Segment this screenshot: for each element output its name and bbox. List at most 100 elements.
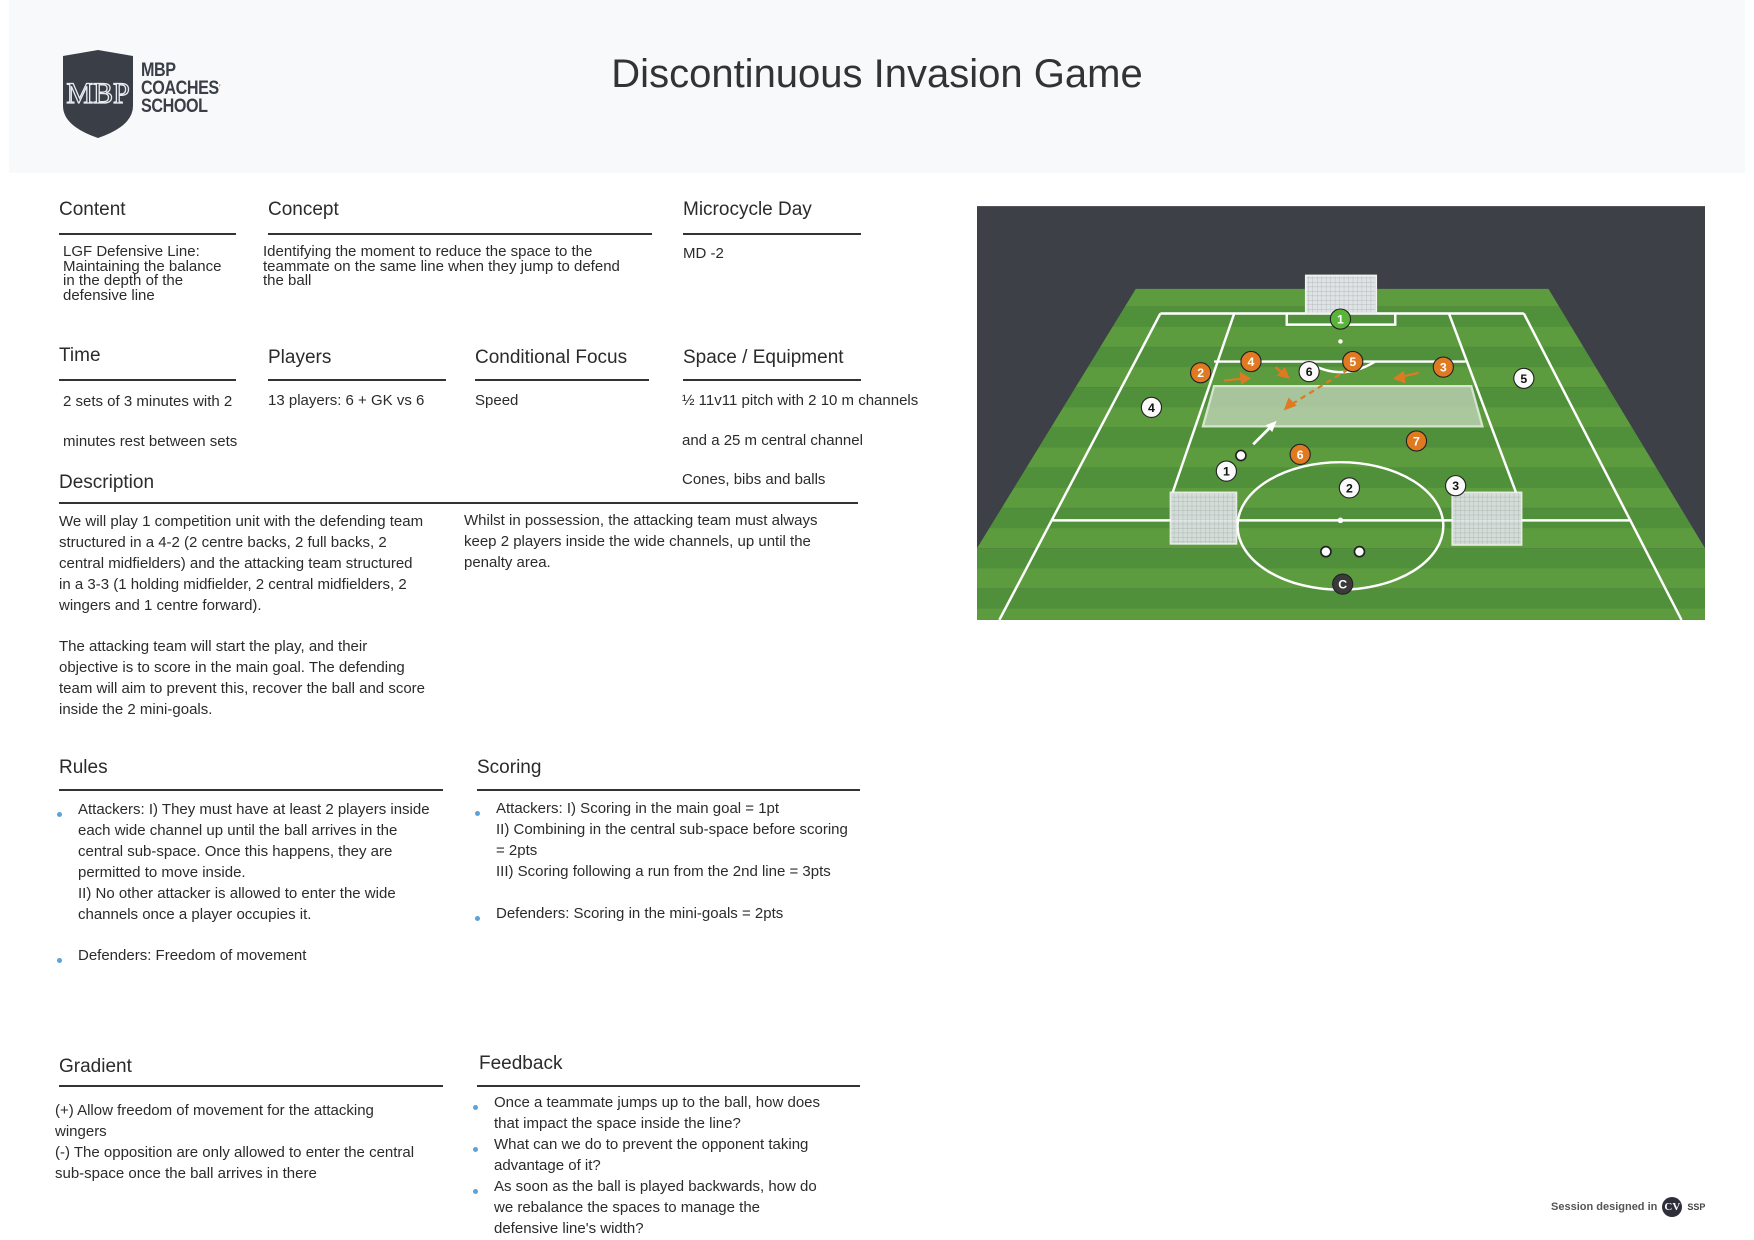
bullet-icon xyxy=(473,1147,478,1152)
player-number: 4 xyxy=(1148,401,1155,415)
space-text-1: ½ 11v11 pitch with 2 10 m channels xyxy=(682,392,919,409)
divider xyxy=(477,1085,860,1087)
footer-text: Session designed in xyxy=(1551,1201,1658,1213)
penalty-spot xyxy=(1338,339,1343,344)
scoring-heading: Scoring xyxy=(477,757,542,778)
attacker-token: 3 xyxy=(1445,475,1467,497)
player-number: 6 xyxy=(1306,365,1313,379)
time-heading: Time xyxy=(59,345,101,366)
divider xyxy=(475,379,649,381)
scoring-item: Attackers: I) Scoring in the main goal =… xyxy=(496,800,848,880)
player-number: 1 xyxy=(1223,465,1230,479)
logo-line: SCHOOL xyxy=(141,96,208,117)
bullet-icon xyxy=(475,811,480,816)
player-tokens: 1 2 4 5 3 7 6 6 5 4 1 2 3C xyxy=(1140,308,1535,595)
ball-icon xyxy=(1235,449,1247,462)
concept-text: Identifying the moment to reduce the spa… xyxy=(263,243,620,289)
divider xyxy=(59,233,236,235)
gradient-text: (+) Allow freedom of movement for the at… xyxy=(55,1102,415,1182)
logo-line-text: COACHES xyxy=(141,78,219,99)
svg-text:MBP: MBP xyxy=(66,77,129,110)
attacker-token: 6 xyxy=(1298,361,1320,383)
logo-wordmark: MBP COACHES' SCHOOL xyxy=(141,60,221,117)
divider xyxy=(59,502,858,504)
bullet-icon xyxy=(475,916,480,921)
players-text: 13 players: 6 + GK vs 6 xyxy=(268,392,425,409)
attacker-token: 1 xyxy=(1215,460,1237,482)
player-number: 5 xyxy=(1520,372,1527,386)
divider xyxy=(268,233,652,235)
logo-line: COACHES' xyxy=(141,78,221,99)
space-text-2: and a 25 m central channel xyxy=(682,432,863,449)
shield-icon: MBP xyxy=(63,50,133,138)
defender-token: 5 xyxy=(1342,350,1364,373)
mbp-logo: MBP MBP COACHES' SCHOOL xyxy=(59,48,221,143)
time-text-2: minutes rest between sets xyxy=(63,433,238,450)
goalkeeper-token: 1 xyxy=(1329,308,1352,330)
bullet-icon xyxy=(57,812,62,817)
movement-arrows xyxy=(1224,366,1419,411)
mini-goal-left xyxy=(1169,491,1238,545)
rules-item: Attackers: I) They must have at least 2 … xyxy=(78,801,430,923)
feedback-item: What can we do to prevent the opponent t… xyxy=(494,1136,809,1174)
divider xyxy=(477,789,860,791)
defender-token: 3 xyxy=(1432,356,1454,378)
defender-token: 2 xyxy=(1190,362,1212,384)
divider xyxy=(59,1085,443,1087)
pitch-svg: 1 2 4 5 3 7 6 6 5 4 1 2 3C xyxy=(977,206,1705,621)
scoring-item: Defenders: Scoring in the mini-goals = 2… xyxy=(496,905,784,922)
description-para-1: We will play 1 competition unit with the… xyxy=(59,513,424,614)
microcycle-text: MD -2 xyxy=(683,245,724,262)
rules-item: Defenders: Freedom of movement xyxy=(78,947,307,964)
player-number: 3 xyxy=(1452,479,1459,493)
logo-accent: ' xyxy=(218,83,221,94)
mini-goal-right xyxy=(1451,491,1523,546)
divider xyxy=(59,789,443,791)
description-para-2: The attacking team will start the play, … xyxy=(59,638,425,718)
divider xyxy=(683,233,861,235)
player-number: 1 xyxy=(1337,313,1344,327)
page-title: Discontinuous Invasion Game xyxy=(611,52,1143,96)
feedback-heading: Feedback xyxy=(479,1053,563,1074)
player-number: 6 xyxy=(1297,448,1304,462)
player-number: 3 xyxy=(1440,361,1447,375)
time-text-1: 2 sets of 3 minutes with 2 xyxy=(63,393,233,410)
rules-heading: Rules xyxy=(59,757,108,778)
coach-token: C xyxy=(1332,573,1354,595)
bullet-icon xyxy=(473,1189,478,1194)
player-number: 5 xyxy=(1349,355,1356,369)
microcycle-heading: Microcycle Day xyxy=(683,199,812,220)
defender-token: 4 xyxy=(1240,350,1262,373)
attacker-token: 5 xyxy=(1513,367,1535,389)
central-sub-space xyxy=(1201,385,1484,428)
conditional-focus-heading: Conditional Focus xyxy=(475,347,628,368)
player-number: 7 xyxy=(1413,434,1420,448)
ball-icon xyxy=(1353,545,1366,558)
centre-spot xyxy=(1337,517,1344,524)
content-heading: Content xyxy=(59,199,126,220)
divider xyxy=(268,379,446,381)
logo-line: MBP xyxy=(141,60,176,81)
description-heading: Description xyxy=(59,472,155,493)
attacker-token: 4 xyxy=(1140,396,1163,419)
defender-token: 6 xyxy=(1289,443,1311,465)
player-number: C xyxy=(1338,578,1347,592)
divider xyxy=(59,379,236,381)
player-number: 2 xyxy=(1346,481,1353,495)
pass-arrow xyxy=(1252,420,1277,446)
gradient-heading: Gradient xyxy=(59,1056,132,1077)
divider xyxy=(683,379,861,381)
ball-icon xyxy=(1320,545,1332,558)
players-heading: Players xyxy=(268,347,332,368)
footer-brand: SSP xyxy=(1687,1202,1706,1212)
space-equipment-heading: Space / Equipment xyxy=(683,347,844,368)
player-number: 4 xyxy=(1248,355,1255,369)
concept-heading: Concept xyxy=(268,199,339,220)
description-para-3: Whilst in possession, the attacking team… xyxy=(464,512,818,571)
attacker-token: 2 xyxy=(1338,477,1361,499)
player-number: 2 xyxy=(1197,366,1204,380)
space-text-3: Cones, bibs and balls xyxy=(682,471,826,488)
footer-credit: Session designed in CV SSP xyxy=(1551,1197,1705,1217)
content-text: LGF Defensive Line: Maintaining the bala… xyxy=(63,243,222,304)
